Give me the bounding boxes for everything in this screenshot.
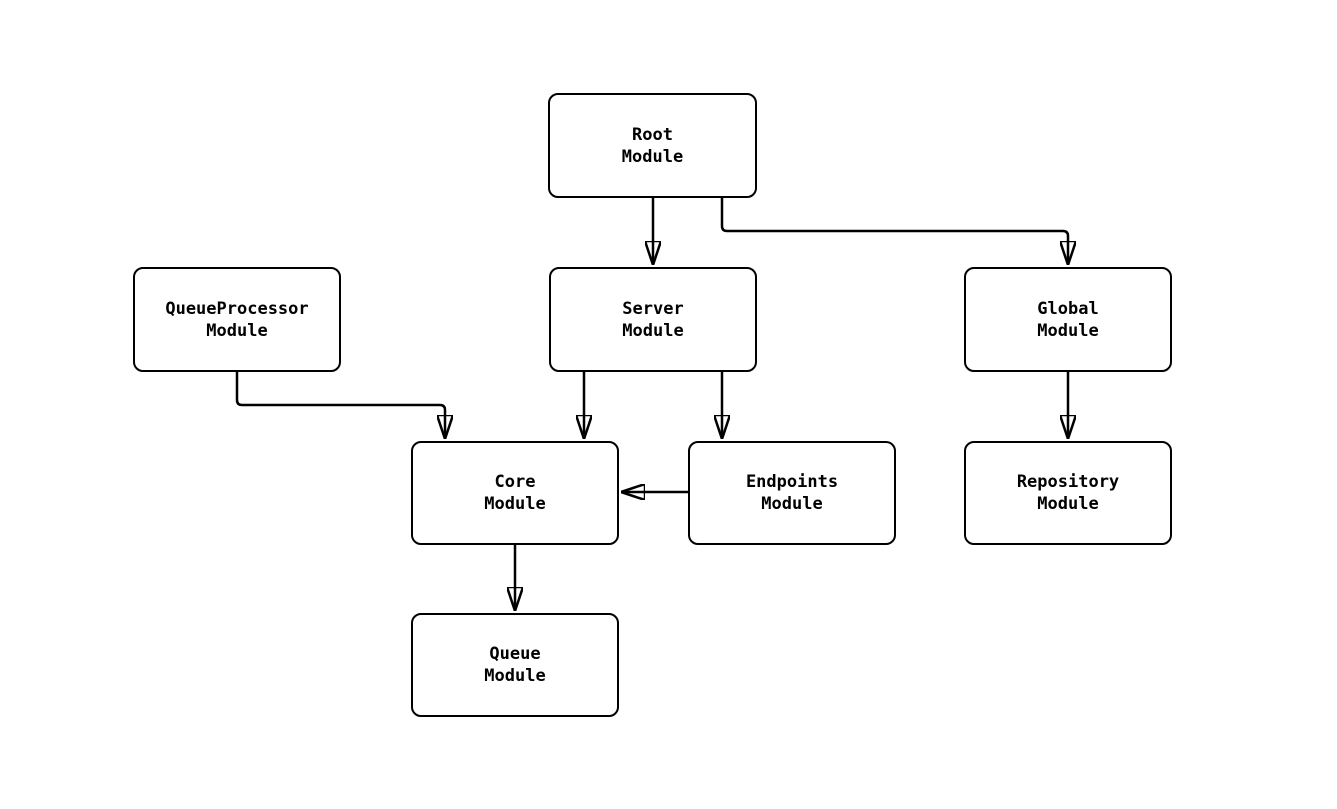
node-endpoints-module-label: Endpoints Module (745, 472, 839, 514)
node-queueprocessor-module: QueueProcessor Module (133, 267, 341, 372)
node-queue-module: Queue Module (411, 613, 619, 717)
node-root-module-label: Root Module (621, 124, 684, 167)
node-server-module: Server Module (549, 267, 757, 372)
node-endpoints-module: Endpoints Module (688, 441, 896, 545)
node-core-module-label: Core Module (484, 472, 546, 514)
node-global-module: Global Module (964, 267, 1172, 372)
node-queueprocessor-module-label: QueueProcessor Module (165, 298, 309, 341)
edge-root-to-global (720, 198, 1068, 264)
node-repository-module: Repository Module (964, 441, 1172, 545)
node-server-module-label: Server Module (622, 298, 684, 341)
node-global-module-label: Global Module (1037, 298, 1099, 341)
node-repository-module-label: Repository Module (1016, 472, 1120, 514)
edge-queueprocessor-to-core (235, 372, 445, 438)
node-queue-module-label: Queue Module (484, 644, 546, 686)
node-root-module: Root Module (548, 93, 757, 198)
node-core-module: Core Module (411, 441, 619, 545)
